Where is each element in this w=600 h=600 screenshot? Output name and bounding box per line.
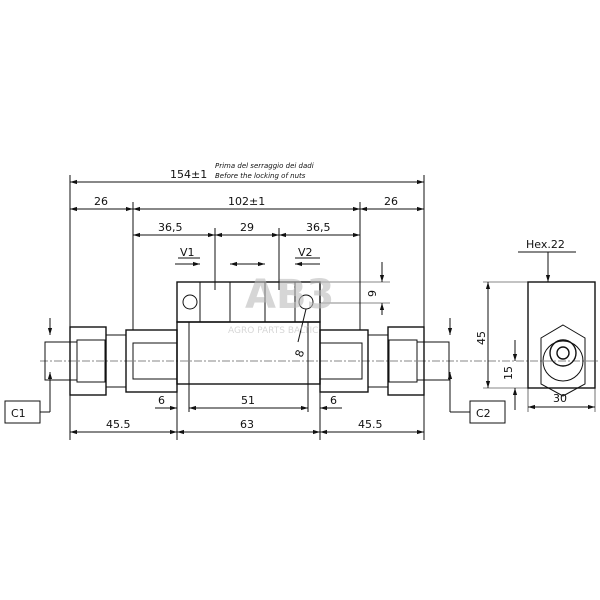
dim-right-top: 26	[384, 195, 398, 208]
dim-inner: 51	[241, 394, 255, 407]
label-v1: V1	[180, 246, 195, 259]
dimension-labels: 154±1 Prima del serraggio dei dadi Befor…	[11, 162, 567, 431]
watermark-text: AGRO PARTS BALTIC	[228, 326, 318, 336]
dim-overall: 154±1	[170, 168, 207, 181]
port-c2-label: C2	[476, 407, 491, 420]
dim-hex: Hex.22	[526, 238, 565, 251]
dim-left-top: 26	[94, 195, 108, 208]
dim-axis-height: 15	[502, 366, 515, 380]
note-english: Before the locking of nuts	[215, 172, 306, 180]
extension-lines	[69, 175, 425, 440]
dim-left-bottom: 45.5	[106, 418, 131, 431]
dim-left-v1: 36,5	[158, 221, 183, 234]
dim-height: 45	[475, 331, 488, 345]
port-c2-box	[469, 400, 506, 424]
dim-port-depth: 9	[366, 290, 379, 297]
note-italian: Prima del serraggio dei dadi	[215, 162, 314, 170]
dim-right-bottom: 45.5	[358, 418, 383, 431]
watermark-logo: AB3	[245, 272, 334, 318]
dim-hole: 8	[293, 348, 308, 359]
label-v2: V2	[298, 246, 313, 259]
port-c1-box	[4, 400, 41, 424]
dim-left-gap: 6	[158, 394, 165, 407]
dim-body: 63	[240, 418, 254, 431]
dim-v2-right: 36,5	[306, 221, 331, 234]
side-view	[527, 281, 596, 397]
dim-v1-v2: 29	[240, 221, 254, 234]
dimension-lines	[40, 179, 596, 435]
port-c1-label: C1	[11, 407, 26, 420]
dim-between: 102±1	[228, 195, 265, 208]
dim-right-gap: 6	[330, 394, 337, 407]
dim-width: 30	[553, 392, 567, 405]
